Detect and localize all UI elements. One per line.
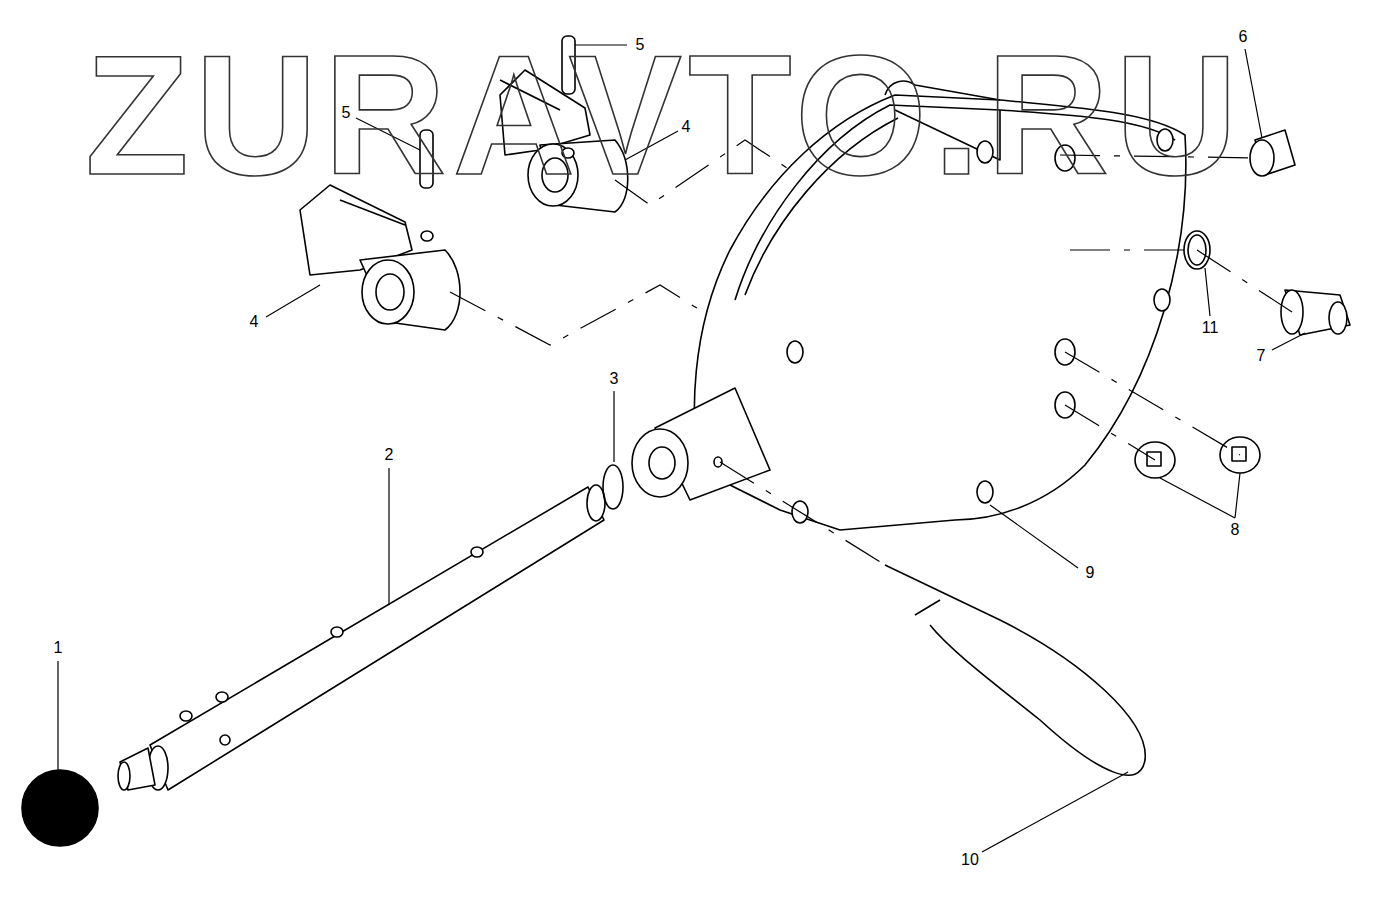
callout-number: 2 — [383, 446, 396, 464]
callout-number: 9 — [1084, 564, 1097, 582]
callout-number: 5 — [634, 36, 647, 54]
callout-number: 11 — [1200, 319, 1221, 337]
callout-number: 6 — [1237, 28, 1250, 46]
callout-number: 5 — [340, 104, 353, 122]
callout-number: 10 — [959, 851, 981, 869]
callout-number: 3 — [608, 370, 621, 388]
callout-number: 7 — [1255, 347, 1268, 365]
callout-number: 8 — [1229, 521, 1242, 539]
callout-number: 1 — [52, 639, 65, 657]
callout-number: 4 — [248, 313, 261, 331]
watermark: ZURAVTO.RU — [85, 30, 1244, 200]
callout-number: 4 — [680, 118, 693, 136]
